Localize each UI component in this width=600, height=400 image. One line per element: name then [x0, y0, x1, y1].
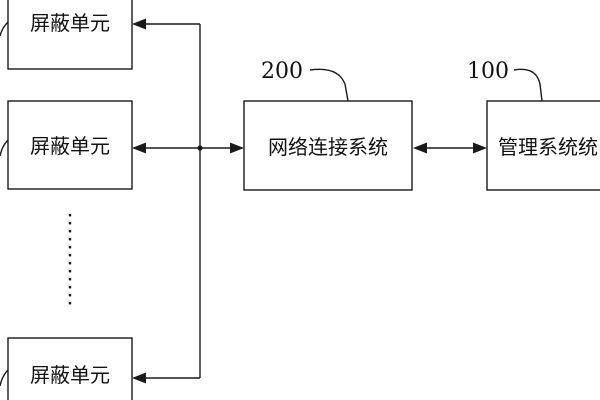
arrowhead-unit-3 [132, 372, 146, 384]
arrowhead-unit-1 [132, 18, 146, 30]
shield-unit-1-label: 屏蔽单元 [30, 11, 110, 35]
network-system-ref: 200 [261, 59, 303, 84]
arrowhead-management [473, 142, 487, 154]
shield-unit-1-leader [0, 21, 9, 37]
arrowhead-unit-2 [132, 142, 146, 154]
management-system-box: 管理系统统 [486, 100, 600, 191]
network-system-label: 网络连接系统 [268, 135, 388, 159]
shield-unit-3-leader [0, 369, 9, 387]
shield-unit-2-leader [0, 139, 9, 157]
shield-unit-1: 屏蔽单元 [7, 0, 133, 70]
management-system-ref: 100 [467, 59, 509, 84]
shield-unit-2: 屏蔽单元 [7, 100, 133, 190]
shield-unit-2-label: 屏蔽单元 [30, 134, 110, 158]
arrowhead-network-right [413, 142, 427, 154]
network-system-ref-leader [309, 68, 349, 102]
shield-unit-3-label: 屏蔽单元 [30, 363, 110, 387]
management-system-label: 管理系统统 [498, 135, 598, 159]
network-system-box: 网络连接系统 [243, 100, 413, 191]
arrowhead-network [230, 142, 244, 154]
shield-unit-3: 屏蔽单元 [7, 337, 133, 400]
management-system-ref-leader [513, 68, 543, 102]
